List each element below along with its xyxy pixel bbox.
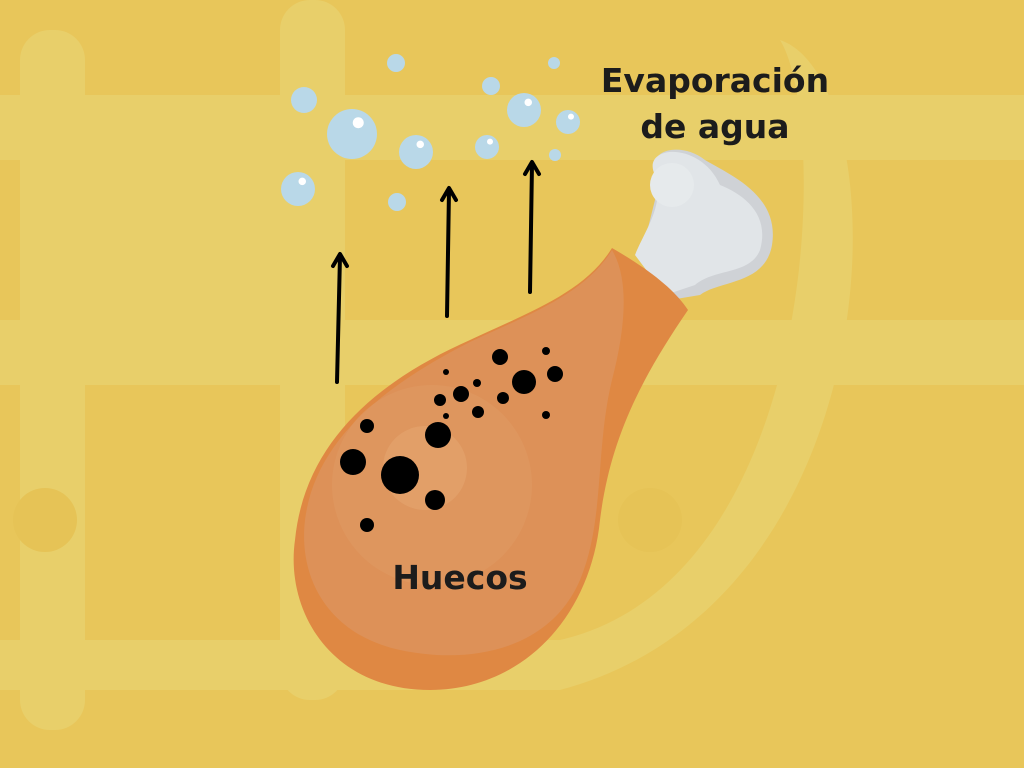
hole-dot — [434, 394, 446, 406]
hole-dot — [492, 349, 508, 365]
hole-dot — [360, 419, 374, 433]
bubble — [388, 193, 406, 211]
hole-dot — [425, 490, 445, 510]
bubbles — [281, 54, 580, 211]
bubble-highlight — [352, 117, 364, 129]
drumstick-icon — [293, 149, 773, 690]
bubble — [399, 135, 433, 169]
hole-dot — [425, 422, 451, 448]
bone — [635, 149, 773, 300]
hole-dot — [473, 379, 481, 387]
holes-label: Huecos — [392, 558, 528, 597]
hole-dot — [512, 370, 536, 394]
bubble — [549, 149, 561, 161]
holes — [340, 347, 563, 532]
arrow-up-icon — [523, 160, 541, 294]
arrow-up-icon — [331, 252, 349, 384]
hole-dot — [453, 386, 469, 402]
bubble — [387, 54, 405, 72]
arrow-up-icon — [440, 186, 458, 318]
bubble — [475, 135, 499, 159]
bubble — [281, 172, 315, 206]
hole-dot — [497, 392, 509, 404]
hole-dot — [340, 449, 366, 475]
bubble — [548, 57, 560, 69]
bubble-highlight — [568, 113, 574, 120]
bubble-highlight — [524, 98, 532, 107]
title-line-2: de agua — [640, 107, 790, 146]
bubble — [482, 77, 500, 95]
bubble — [507, 93, 541, 127]
hole-dot — [547, 366, 563, 382]
hole-dot — [381, 456, 419, 494]
bubble-highlight — [298, 177, 306, 186]
title-line-1: Evaporación — [600, 61, 830, 100]
bubble — [291, 87, 317, 113]
hole-dot — [443, 413, 449, 419]
hole-dot — [443, 369, 449, 375]
hole-dot — [542, 347, 550, 355]
bubble-highlight — [487, 138, 493, 145]
hole-dot — [360, 518, 374, 532]
bubble — [556, 110, 580, 134]
evaporation-arrows — [331, 160, 541, 384]
hole-dot — [542, 411, 550, 419]
evaporation-title: Evaporación de agua — [590, 58, 840, 150]
bubble-highlight — [416, 140, 424, 149]
bubble — [327, 109, 377, 159]
hole-dot — [472, 406, 484, 418]
